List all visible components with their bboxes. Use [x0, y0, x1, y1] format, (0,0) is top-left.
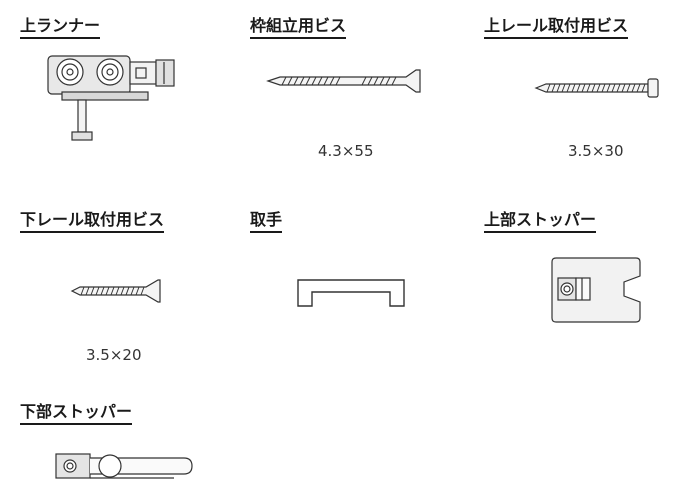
top-runner-icon: [47, 55, 175, 141]
part-title-lower-stopper: 下部ストッパー: [20, 402, 133, 425]
upper-rail-screw-icon: [534, 78, 659, 98]
part-title-upper-stopper: 上部ストッパー: [484, 210, 597, 233]
part-title-handle: 取手: [250, 210, 283, 233]
upper-stopper-icon: [551, 257, 641, 323]
part-spec-upper-rail-screw: 3.5×30: [568, 142, 624, 160]
handle-icon: [297, 279, 405, 307]
part-spec-frame-assembly-screw: 4.3×55: [318, 142, 374, 160]
frame-assembly-screw-icon: [266, 69, 421, 93]
part-title-lower-rail-screw: 下レール取付用ビス: [20, 210, 165, 233]
part-title-top-runner: 上ランナー: [20, 16, 101, 39]
lower-stopper-icon: [55, 453, 193, 479]
lower-rail-screw-icon: [70, 279, 161, 303]
part-title-upper-rail-screw: 上レール取付用ビス: [484, 16, 629, 39]
part-title-frame-assembly-screw: 枠組立用ビス: [250, 16, 347, 39]
part-spec-lower-rail-screw: 3.5×20: [86, 346, 142, 364]
